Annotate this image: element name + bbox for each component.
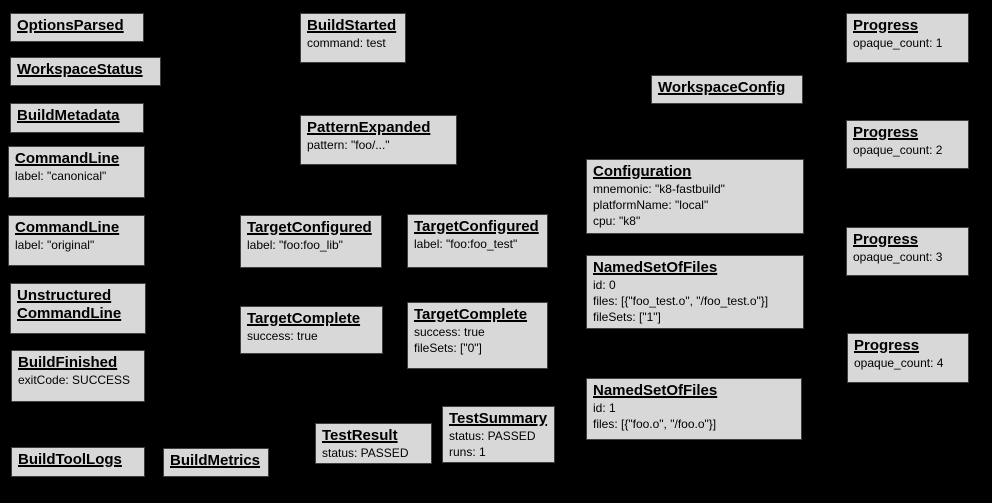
- event-title: CommandLine: [15, 219, 120, 236]
- event-field: status: PASSED: [322, 446, 409, 460]
- event-field: success: true: [247, 329, 318, 343]
- event-field: files: [{"foo_test.o", "/foo_test.o"}]: [593, 294, 769, 308]
- event-field: label: "original": [15, 238, 95, 252]
- event-field: id: 1: [593, 401, 616, 415]
- event-box-named-set-of-files-0: NamedSetOfFiles id: 0 files: [{"foo_test…: [586, 255, 804, 329]
- event-box-options-parsed: OptionsParsed: [10, 13, 144, 42]
- event-title: Configuration: [593, 163, 692, 180]
- event-field: opaque_count: 3: [853, 250, 943, 264]
- event-box-test-result: TestResult status: PASSED: [315, 423, 432, 464]
- event-title: TestResult: [322, 427, 398, 444]
- event-title: Progress: [853, 17, 919, 34]
- event-field: opaque_count: 1: [853, 36, 943, 50]
- event-title: NamedSetOfFiles: [593, 382, 718, 399]
- event-title: Progress: [854, 337, 920, 354]
- event-title: Progress: [853, 231, 919, 248]
- event-title: TargetConfigured: [247, 219, 372, 236]
- event-field: status: PASSED: [449, 429, 536, 443]
- event-title: TargetConfigured: [414, 218, 539, 235]
- event-title: WorkspaceConfig: [658, 79, 786, 96]
- event-box-pattern-expanded: PatternExpanded pattern: "foo/...": [300, 115, 457, 165]
- event-field: pattern: "foo/...": [307, 138, 390, 152]
- event-field: opaque_count: 2: [853, 143, 943, 157]
- event-title: BuildToolLogs: [18, 451, 122, 468]
- event-box-command-line-original: CommandLine label: "original": [8, 215, 145, 266]
- event-title: OptionsParsed: [17, 17, 124, 34]
- event-box-unstructured-command-line: Unstructured CommandLine: [10, 283, 146, 334]
- event-field: opaque_count: 4: [854, 356, 944, 370]
- event-title: Unstructured CommandLine: [17, 287, 122, 322]
- event-title: WorkspaceStatus: [17, 61, 143, 78]
- event-title: NamedSetOfFiles: [593, 259, 718, 276]
- event-title: BuildStarted: [307, 17, 397, 34]
- event-box-target-complete-lib: TargetComplete success: true: [240, 306, 383, 354]
- event-box-progress-1: Progress opaque_count: 1: [846, 13, 969, 63]
- event-box-build-metadata: BuildMetadata: [10, 103, 144, 133]
- event-title: BuildFinished: [18, 354, 118, 371]
- event-field: platformName: "local": [593, 198, 709, 212]
- event-title: TestSummary: [449, 410, 548, 427]
- event-box-build-tool-logs: BuildToolLogs: [11, 447, 145, 477]
- event-box-progress-2: Progress opaque_count: 2: [846, 120, 969, 169]
- event-field: fileSets: ["1"]: [593, 310, 661, 324]
- event-field: label: "foo:foo_test": [414, 237, 518, 251]
- event-box-progress-3: Progress opaque_count: 3: [846, 227, 969, 276]
- event-title: TargetComplete: [247, 310, 361, 327]
- event-title: CommandLine: [15, 150, 120, 167]
- event-box-named-set-of-files-1: NamedSetOfFiles id: 1 files: [{"foo.o", …: [586, 378, 802, 440]
- event-field: command: test: [307, 36, 386, 50]
- event-field: mnemonic: "k8-fastbuild": [593, 182, 725, 196]
- event-box-progress-4: Progress opaque_count: 4: [847, 333, 969, 383]
- event-title: BuildMetrics: [170, 452, 261, 469]
- event-box-target-complete-test: TargetComplete success: true fileSets: […: [407, 302, 548, 369]
- event-field: cpu: "k8": [593, 214, 641, 228]
- event-box-target-configured-lib: TargetConfigured label: "foo:foo_lib": [240, 215, 382, 268]
- event-box-target-configured-test: TargetConfigured label: "foo:foo_test": [407, 214, 548, 268]
- event-field: files: [{"foo.o", "/foo.o"}]: [593, 417, 717, 431]
- event-box-build-finished: BuildFinished exitCode: SUCCESS: [11, 350, 145, 402]
- event-field: fileSets: ["0"]: [414, 341, 482, 355]
- event-title: PatternExpanded: [307, 119, 431, 136]
- event-field: exitCode: SUCCESS: [18, 373, 131, 387]
- event-title: TargetComplete: [414, 306, 528, 323]
- event-field: id: 0: [593, 278, 616, 292]
- event-box-command-line-canonical: CommandLine label: "canonical": [8, 146, 145, 198]
- event-field: success: true: [414, 325, 485, 339]
- event-box-test-summary: TestSummary status: PASSED runs: 1: [442, 406, 555, 463]
- event-box-build-metrics: BuildMetrics: [163, 448, 269, 477]
- event-field: label: "canonical": [15, 169, 107, 183]
- event-box-configuration: Configuration mnemonic: "k8-fastbuild" p…: [586, 159, 804, 234]
- event-field: runs: 1: [449, 445, 486, 459]
- event-box-workspace-config: WorkspaceConfig: [651, 75, 803, 104]
- event-box-build-started: BuildStarted command: test: [300, 13, 406, 63]
- event-box-workspace-status: WorkspaceStatus: [10, 57, 161, 86]
- event-title: Progress: [853, 124, 919, 141]
- event-title: BuildMetadata: [17, 107, 120, 124]
- event-field: label: "foo:foo_lib": [247, 238, 343, 252]
